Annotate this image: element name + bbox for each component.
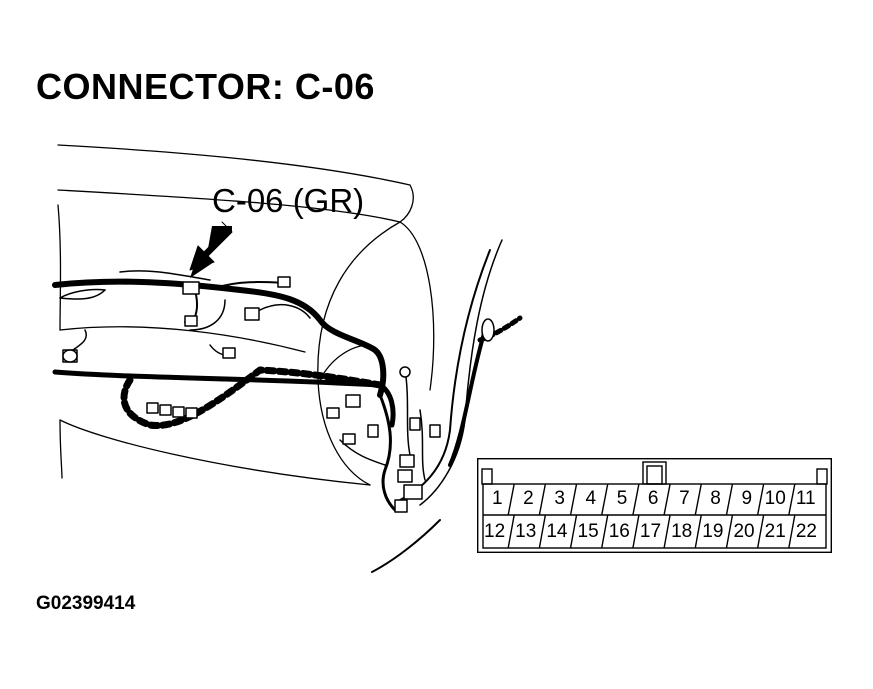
pin-number: 17 — [639, 521, 662, 542]
pin-cell-divider — [632, 514, 640, 549]
figure-id: G02399414 — [36, 593, 136, 614]
pin-number: 7 — [679, 488, 690, 509]
pin-cell-divider — [725, 514, 734, 549]
pin-number: 10 — [764, 488, 786, 509]
pin-number: 4 — [585, 488, 597, 509]
wiring-harness-icon — [52, 239, 523, 573]
pin-number: 3 — [554, 488, 565, 509]
pin-cell-divider — [538, 514, 547, 549]
pin-cell-divider — [632, 483, 640, 516]
pin-number: 21 — [764, 521, 786, 542]
pin-number: 16 — [608, 521, 630, 542]
pin-number: 5 — [616, 488, 628, 509]
pin-cell-divider — [507, 514, 515, 549]
connector-blocks — [62, 276, 495, 513]
pin-cell-divider — [788, 514, 796, 549]
pin-number: 14 — [546, 521, 568, 542]
pin-number: 12 — [484, 521, 506, 542]
pin-cell-divider — [601, 483, 609, 516]
pin-cell-divider — [788, 483, 796, 516]
pin-cell-divider — [663, 483, 671, 516]
pin-cell-divider — [694, 514, 702, 549]
pin-number: 19 — [702, 521, 724, 542]
connector-callout-label: C-06 (GR) — [212, 182, 365, 219]
pin-number: 22 — [795, 521, 817, 542]
pin-cell-divider — [538, 483, 547, 516]
pin-number: 13 — [515, 521, 537, 542]
pin-cell-divider — [694, 483, 702, 516]
pin-cell-divider — [725, 483, 734, 516]
connector-outline — [476, 457, 833, 553]
pin-cell-divider — [601, 514, 609, 549]
pin-cell-divider — [756, 483, 765, 516]
pin-number: 1 — [492, 488, 503, 509]
pin-cell-divider — [756, 514, 765, 549]
arrow-pointer-icon — [189, 221, 233, 278]
pin-cell-divider — [663, 514, 671, 549]
pin-cell-divider — [507, 483, 515, 516]
pin-number: 15 — [577, 521, 599, 542]
pin-number: 8 — [710, 488, 721, 509]
pin-number: 2 — [523, 488, 534, 509]
pin-number: 6 — [647, 488, 659, 509]
pin-cell-divider — [569, 514, 578, 549]
pin-number: 9 — [741, 488, 753, 509]
pin-number: 11 — [795, 488, 816, 509]
page-title: CONNECTOR: C-06 — [36, 66, 375, 107]
pin-number: 20 — [733, 521, 755, 542]
pin-cell-divider — [569, 483, 578, 516]
pin-number: 18 — [671, 521, 693, 542]
